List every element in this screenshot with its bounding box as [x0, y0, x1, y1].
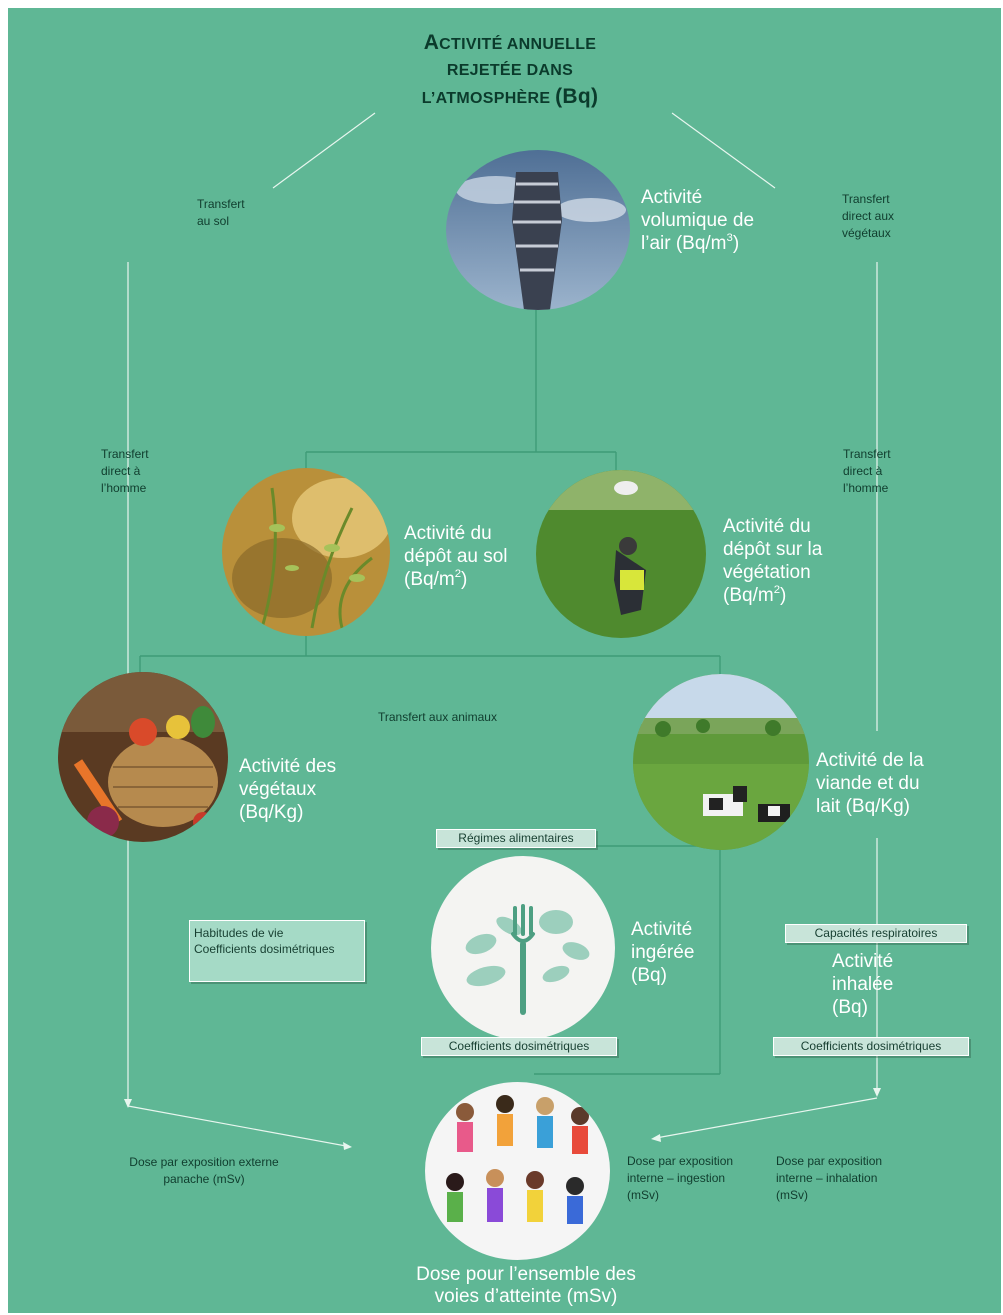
people-group-photo — [425, 1082, 610, 1260]
habitudes-box: Habitudes de vie Coefficients dosimétriq… — [189, 920, 365, 982]
tag-regimes-alimentaires: Régimes alimentaires — [436, 829, 596, 848]
field-sampling-photo — [536, 470, 706, 638]
transfer-label-animaux: Transfert aux animaux — [378, 710, 497, 724]
line-dose-left-arrow — [127, 1105, 347, 1147]
line-title-to-sol — [272, 112, 376, 189]
line-title-to-vegetaux — [671, 112, 776, 189]
node-label-vegetation: Activité du dépôt sur la végétation (Bq/… — [723, 516, 823, 606]
node-label-viande: Activité de la viande et du lait (Bq/Kg) — [816, 750, 924, 817]
node-label-air: Activité volumique de l’air (Bq/m3) — [641, 187, 755, 254]
tag-coefficients-inhalation: Coefficients dosimétriques — [773, 1037, 969, 1056]
dose-label-inhalation: Dose par exposition interne – inhalation… — [776, 1154, 883, 1202]
tag-capacites-respiratoires: Capacités respiratoires — [785, 924, 967, 943]
soil-vegetation-photo — [222, 468, 390, 636]
tag-coefficients-ingestion: Coefficients dosimétriques — [421, 1037, 617, 1056]
node-label-ingeree: Activité ingérée (Bq) — [631, 919, 695, 986]
node-label-inhalee: Activité inhalée (Bq) — [832, 951, 894, 1018]
fork-vegetables-icon — [431, 856, 615, 1040]
node-label-vegetaux: Activité des végétaux (Bq/Kg) — [239, 756, 337, 823]
node-label-dose: Dose pour l’ensemble des voies d’atteint… — [416, 1264, 636, 1307]
cooling-tower-photo — [446, 150, 630, 310]
dose-label-externe: Dose par exposition externe panache (mSv… — [129, 1155, 279, 1186]
dose-label-ingestion: Dose par exposition interne – ingestion … — [627, 1154, 734, 1202]
main-title: ACTIVITÉ ANNUELLE REJETÉE DANS L’ATMOSPH… — [421, 31, 599, 108]
vegetable-basket-photo — [58, 672, 228, 842]
cows-pasture-photo — [633, 674, 809, 850]
line-dose-right-arrow — [655, 1097, 878, 1139]
node-label-sol: Activité du dépôt au sol (Bq/m2) — [404, 523, 508, 590]
